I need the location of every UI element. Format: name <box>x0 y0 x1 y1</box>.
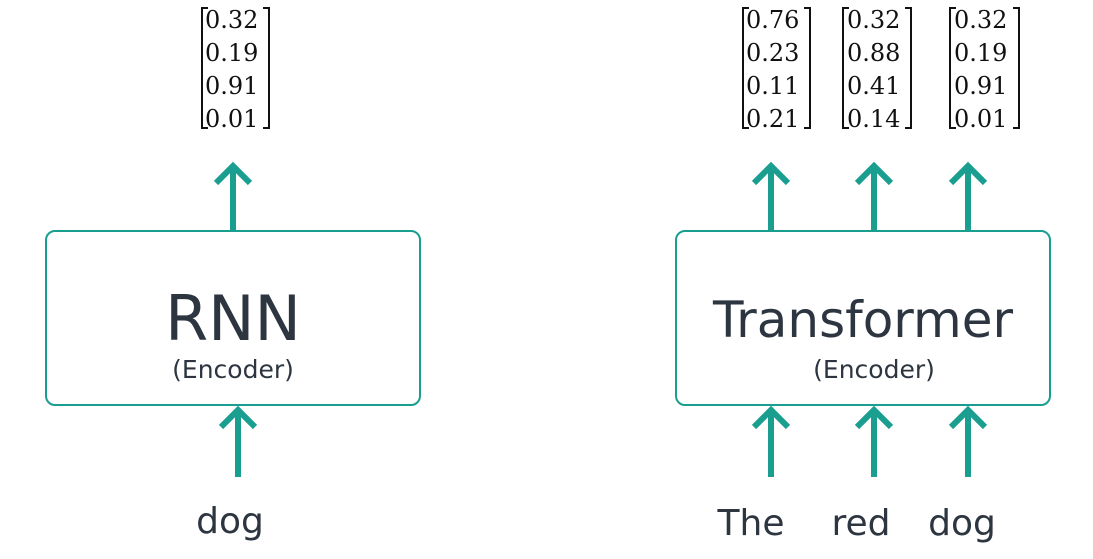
vector-value: 0.19 <box>954 39 1007 67</box>
matrix-right-bracket <box>905 7 912 129</box>
matrix-left-bracket <box>742 7 749 129</box>
vector-value: 0.11 <box>746 72 799 100</box>
rnn-output-vector: 0.32 0.19 0.91 0.01 <box>201 6 270 133</box>
transformer-output-vector: 0.32 0.19 0.91 0.01 <box>949 6 1020 133</box>
rnn-input-arrow <box>218 405 258 477</box>
transformer-input-token: dog <box>928 503 996 544</box>
transformer-input-token: red <box>831 503 890 544</box>
rnn-title: RNN <box>165 282 301 355</box>
rnn-encoder-group: RNN (Encoder) dog 0.32 0.19 0.91 0.01 <box>45 6 421 542</box>
vector-value: 0.88 <box>847 39 900 67</box>
vector-value: 0.41 <box>847 72 900 100</box>
vector-value: 0.01 <box>954 105 1007 133</box>
transformer-encoder-box <box>675 230 1051 406</box>
transformer-input-arrow <box>948 405 988 477</box>
vector-value: 0.32 <box>205 6 258 34</box>
vector-value: 0.91 <box>205 72 258 100</box>
matrix-left-bracket <box>949 7 956 129</box>
vector-value: 0.14 <box>847 105 900 133</box>
vector-value: 0.32 <box>847 6 900 34</box>
matrix-right-bracket <box>263 7 270 129</box>
matrix-right-bracket <box>804 7 811 129</box>
transformer-output-vector: 0.32 0.88 0.41 0.14 <box>842 6 912 133</box>
transformer-output-arrow <box>948 161 988 231</box>
rnn-subtitle: (Encoder) <box>172 355 294 384</box>
transformer-output-vector: 0.76 0.23 0.11 0.21 <box>742 6 811 133</box>
vector-value: 0.23 <box>746 39 799 67</box>
vector-value: 0.32 <box>954 6 1007 34</box>
transformer-output-arrow <box>854 161 894 231</box>
rnn-input-token: dog <box>196 501 264 542</box>
transformer-title: Transformer <box>712 291 1013 349</box>
transformer-subtitle: (Encoder) <box>813 355 935 384</box>
transformer-input-arrow <box>854 405 894 477</box>
transformer-input-token: The <box>717 503 785 544</box>
transformer-input-arrow <box>751 405 791 477</box>
vector-value: 0.19 <box>205 39 258 67</box>
vector-value: 0.01 <box>205 105 258 133</box>
transformer-encoder-group: Transformer (Encoder) The <box>675 6 1051 544</box>
vector-value: 0.76 <box>746 6 799 34</box>
matrix-right-bracket <box>1013 7 1020 129</box>
transformer-output-arrow <box>751 161 791 231</box>
matrix-left-bracket <box>201 7 208 129</box>
matrix-left-bracket <box>842 7 849 129</box>
rnn-output-arrow <box>213 161 253 231</box>
vector-value: 0.21 <box>746 105 799 133</box>
vector-value: 0.91 <box>954 72 1007 100</box>
